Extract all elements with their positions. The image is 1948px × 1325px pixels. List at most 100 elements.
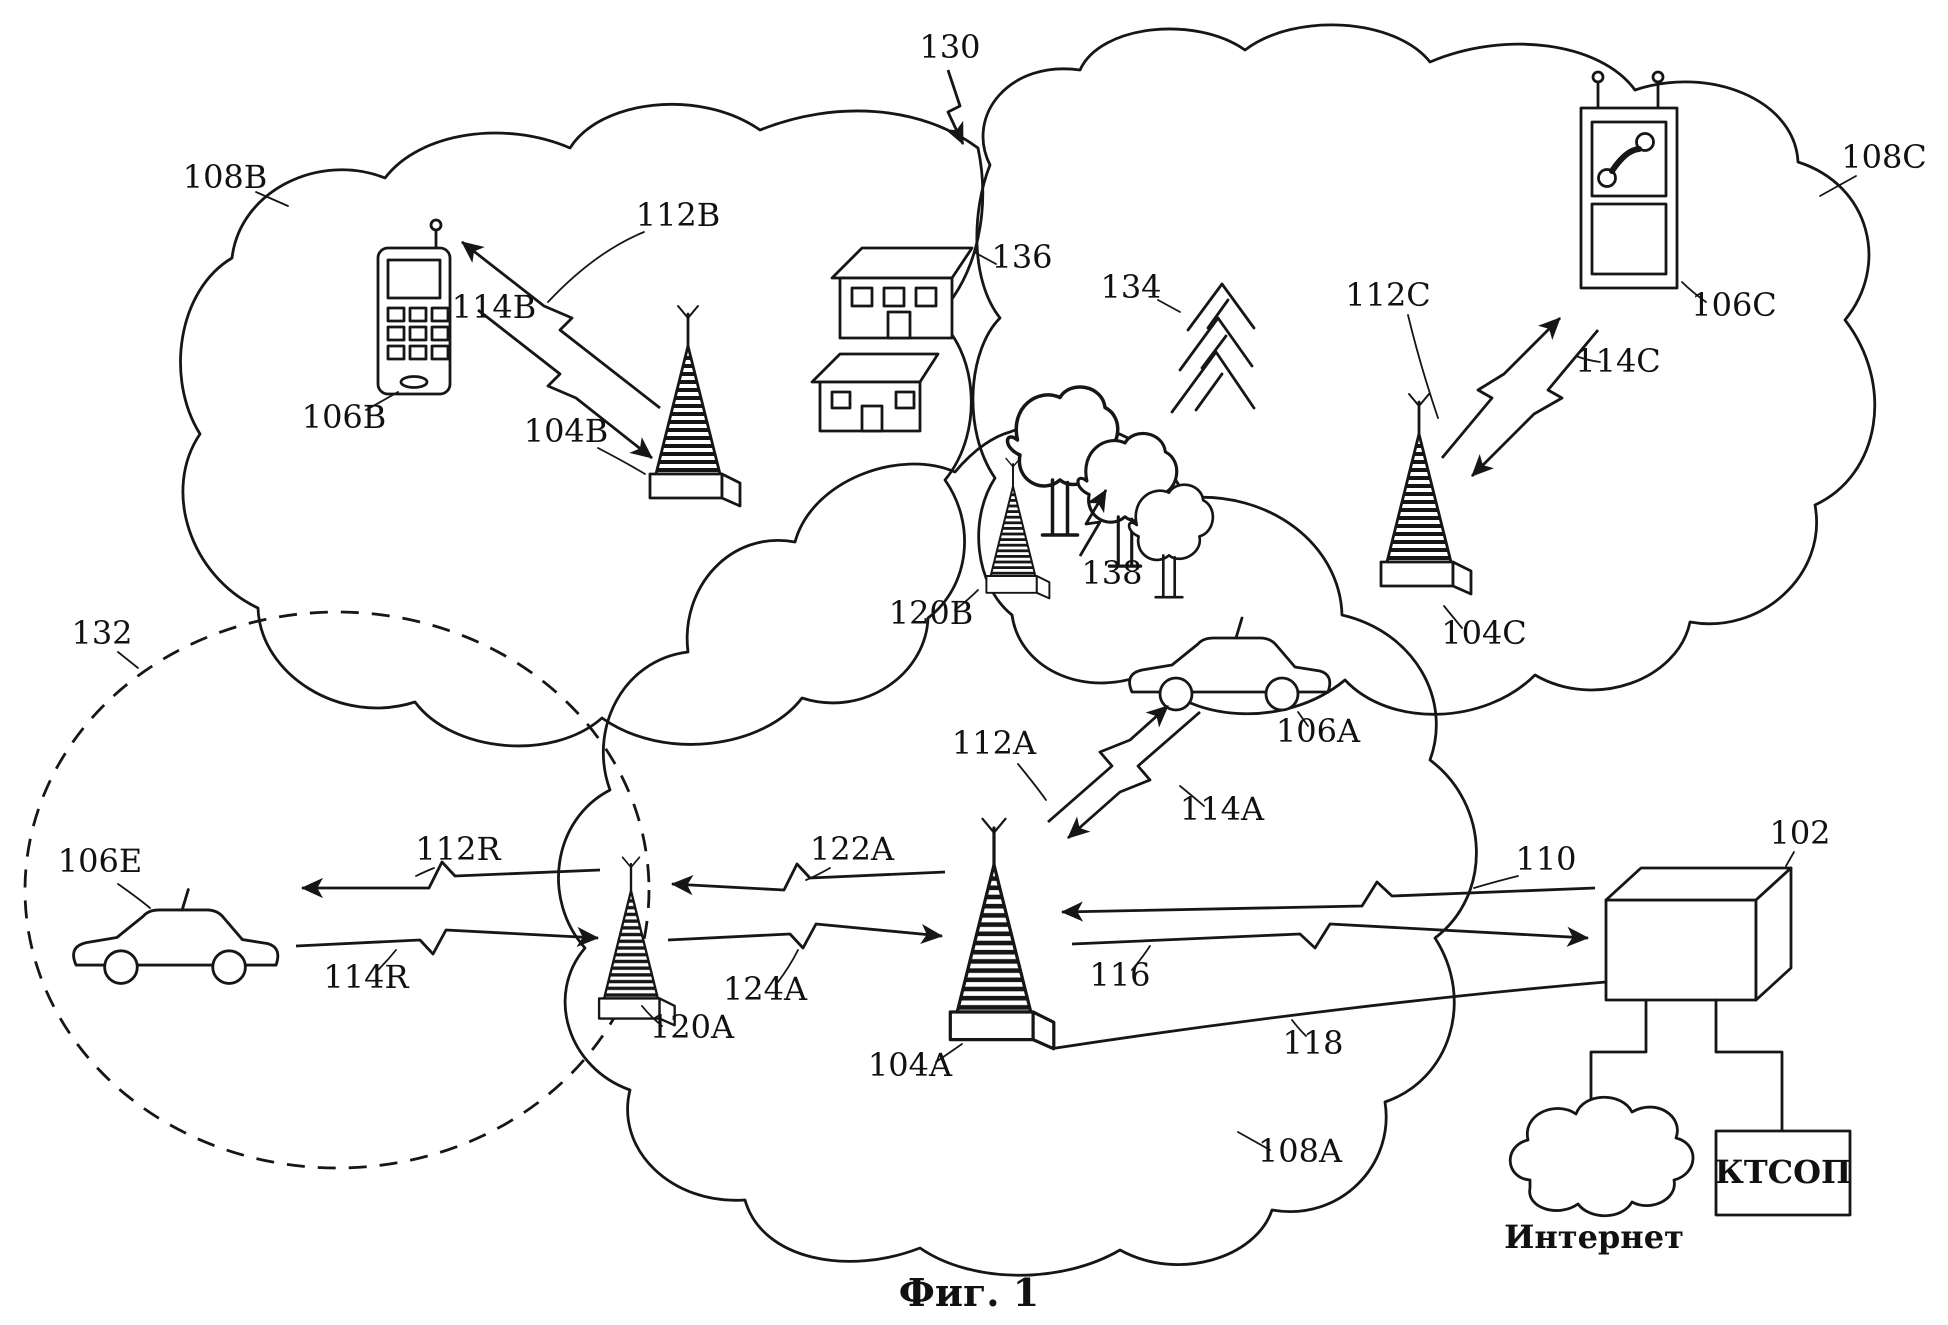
label-138: 138: [1081, 554, 1142, 592]
link-110-arrow: [1060, 880, 1596, 922]
cells-layer: [23, 23, 1877, 1277]
leader-132: [117, 651, 139, 669]
leader-116: [1131, 945, 1151, 971]
core-to-internet-line: [1589, 998, 1648, 1108]
leader-108c: [1819, 175, 1857, 197]
lightning-bolt-icon: [1078, 489, 1108, 557]
label-134: 134: [1100, 268, 1161, 306]
figure-caption: Фиг. 1: [899, 1270, 1039, 1315]
leader-114a: [1179, 785, 1205, 807]
label-108b: 108B: [183, 158, 268, 196]
label-internet: Интернет: [1504, 1218, 1684, 1256]
label-108a: 108A: [1258, 1132, 1343, 1170]
link-112a-arrow: [1047, 704, 1169, 824]
leader-118: [1291, 1019, 1307, 1037]
label-104a: 104A: [868, 1046, 953, 1084]
label-114b: 114B: [452, 288, 537, 326]
houses-icon: [810, 246, 974, 433]
mountains-icon: [1170, 282, 1256, 414]
boundary-130-pointer: [944, 69, 965, 145]
label-102: 102: [1769, 814, 1830, 852]
link-116-arrow: [1071, 922, 1590, 950]
link-114b-arrow: [477, 308, 653, 460]
cell-108c-outline: [971, 23, 1877, 716]
core-to-pstn-line: [1714, 998, 1784, 1133]
car-106e-icon: [72, 888, 280, 985]
leader-122a: [805, 867, 831, 881]
label-124a: 124A: [723, 970, 808, 1008]
label-116: 116: [1089, 956, 1150, 994]
link-112b-arrow: [461, 240, 661, 410]
core-network-box: [1604, 866, 1793, 1002]
leader-112r: [415, 867, 435, 877]
leader-112b: [547, 231, 645, 303]
label-104c: 104C: [1441, 614, 1527, 652]
car-106a-icon: [1128, 616, 1332, 712]
line-118: [1054, 980, 1608, 1050]
leader-120a: [641, 1005, 663, 1027]
label-118: 118: [1282, 1024, 1343, 1062]
label-136: 136: [991, 238, 1052, 276]
leader-104b: [597, 447, 646, 475]
pstn-box: [1714, 1129, 1852, 1217]
leader-114c: [1575, 355, 1601, 363]
links-layer: [295, 69, 1608, 1050]
link-124a-arrow: [667, 922, 944, 950]
link-112c-arrow: [1440, 317, 1561, 459]
label-106e: 106E: [58, 842, 142, 880]
leader-110: [1473, 875, 1519, 889]
internet-cloud-icon: [1508, 1095, 1695, 1218]
label-132: 132: [71, 614, 132, 652]
link-114r-arrow: [295, 926, 600, 956]
label-106b: 106B: [302, 398, 387, 436]
leader-120b: [954, 589, 979, 611]
label-114r: 114R: [323, 958, 409, 996]
label-120a: 120A: [650, 1008, 735, 1046]
label-130: 130: [919, 28, 980, 66]
label-122a: 122A: [810, 830, 895, 868]
payphone-icon: [1579, 70, 1679, 290]
label-108c: 108C: [1841, 138, 1927, 176]
label-106c: 106C: [1691, 286, 1777, 324]
leader-104a: [935, 1043, 963, 1063]
link-114c-arrow: [1471, 329, 1600, 477]
label-114a: 114A: [1180, 790, 1265, 828]
icons-layer: [72, 70, 1852, 1218]
label-114c: 114C: [1575, 342, 1661, 380]
label-pstn: КТСОП: [1715, 1153, 1851, 1191]
label-112c: 112C: [1345, 276, 1431, 314]
leader-134: [1157, 299, 1181, 313]
label-120b: 120B: [889, 594, 974, 632]
leader-124a: [777, 949, 799, 983]
label-112a: 112A: [952, 724, 1037, 762]
leader-114r: [377, 949, 397, 971]
base-station-104c-icon: [1379, 392, 1473, 596]
leader-112a: [1017, 763, 1047, 801]
label-104b: 104B: [524, 412, 609, 450]
label-112b: 112B: [636, 196, 721, 234]
label-112r: 112R: [415, 830, 501, 868]
relay-region-132-outline: [23, 610, 651, 1170]
leader-106e: [117, 883, 151, 909]
leader-108a: [1237, 1131, 1271, 1151]
leader-136: [973, 251, 997, 265]
leader-102: [1785, 851, 1795, 867]
leader-106a: [1297, 711, 1309, 727]
leader-108b: [255, 191, 289, 207]
mobile-phone-icon: [376, 218, 452, 396]
base-station-104a-icon: [948, 817, 1056, 1051]
label-106a: 106A: [1276, 712, 1361, 750]
link-114a-arrow: [1067, 710, 1201, 840]
link-122a-arrow: [670, 862, 946, 896]
base-station-104b-icon: [648, 304, 742, 508]
leader-112c: [1407, 314, 1439, 419]
leader-106b: [365, 391, 399, 411]
cell-108b-outline: [179, 102, 985, 748]
relay-station-120a-icon: [597, 856, 676, 1027]
link-112r-arrow: [300, 860, 601, 899]
leaders-layer: [117, 175, 1857, 1151]
leader-104c: [1443, 605, 1463, 629]
cell-108a-outline: [557, 420, 1478, 1277]
